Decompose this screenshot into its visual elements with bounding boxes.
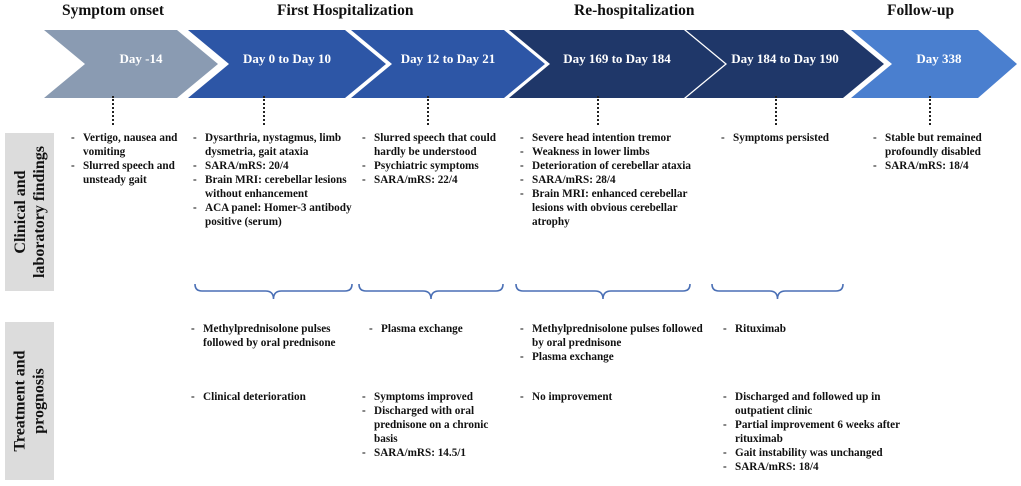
row-label-treatment-prognosis: Treatment and prognosis (5, 322, 54, 480)
phase-header-rehospitalization: Re-hospitalization (574, 2, 695, 19)
brace-third-period (515, 283, 691, 300)
connector-day-184-190 (775, 96, 777, 125)
treatment-period-2: Plasma exchange (368, 322, 508, 336)
prognosis-item: Discharged with oral prednisone on a chr… (361, 404, 511, 446)
treatment-item: Plasma exchange (368, 322, 508, 336)
brace-first-period (194, 283, 353, 300)
prognosis-item: Symptoms improved (361, 390, 511, 404)
timeline-label-day-338: Day 338 (916, 51, 962, 66)
finding-item: Dysarthria, nystagmus, limb dysmetria, g… (192, 131, 367, 159)
row-label-clinical-line1: Clinical and (11, 170, 29, 254)
treatment-item: Plasma exchange (519, 350, 704, 364)
timeline-arrow-day-12-21 (351, 30, 545, 98)
findings-day-12-21: Slurred speech that could hardly be unde… (361, 131, 519, 187)
prognosis-item: SARA/mRS: 18/4 (722, 460, 902, 474)
connector-day-minus-14 (112, 96, 114, 125)
finding-item: SARA/mRS: 28/4 (519, 173, 707, 187)
phase-header-follow-up: Follow-up (887, 2, 955, 19)
finding-item: Brain MRI: enhanced cerebellar lesions w… (519, 187, 707, 229)
treatment-period-1: Methylprednisolone pulses followed by or… (190, 322, 360, 350)
timeline-label-day-169-184: Day 169 to Day 184 (563, 51, 671, 66)
timeline-label-day-184-190: Day 184 to Day 190 (731, 51, 839, 66)
brace-path (711, 283, 844, 300)
findings-day-184-190: Symptoms persisted (720, 131, 860, 145)
finding-item: Vertigo, nausea and vomiting (70, 131, 188, 159)
connector-day-338 (929, 96, 931, 125)
finding-item: Deterioration of cerebellar ataxia (519, 159, 707, 173)
phase-header-symptom-onset: Symptom onset (62, 2, 165, 19)
connector-day-12-21 (427, 96, 429, 125)
treatment-item: Methylprednisolone pulses followed by or… (190, 322, 360, 350)
timeline-label-day-minus-14: Day -14 (119, 51, 163, 66)
findings-day-169-184: Severe head intention tremor Weakness in… (519, 131, 707, 229)
row-label-treatment-line1: Treatment and (11, 350, 29, 452)
finding-item: Stable but remained profoundly disabled (872, 131, 1017, 159)
brace-path (358, 283, 504, 300)
finding-item: SARA/mRS: 20/4 (192, 159, 367, 173)
brace-path (194, 283, 353, 300)
timeline-arrow-day-338 (851, 30, 1017, 98)
timeline-label-day-0-10: Day 0 to Day 10 (242, 51, 332, 66)
row-label-clinical-line2: laboratory findings (30, 145, 48, 279)
timeline-arrow-day-minus-14 (44, 30, 218, 98)
prognosis-item: Gait instability was unchanged (722, 446, 902, 460)
row-label-clinical-findings: Clinical and laboratory findings (5, 133, 54, 291)
row-label-treatment-line2: prognosis (30, 368, 48, 434)
prognosis-item: Partial improvement 6 weeks after rituxi… (722, 418, 902, 446)
prognosis-item: No improvement (519, 390, 704, 404)
treatment-item: Rituximab (722, 322, 862, 336)
finding-item: Slurred speech and unsteady gait (70, 159, 188, 187)
treatment-item: Methylprednisolone pulses followed by or… (519, 322, 704, 350)
timeline-arrow-day-0-10 (188, 30, 386, 98)
timeline-arrows (44, 30, 1017, 98)
finding-item: Symptoms persisted (720, 131, 860, 145)
prognosis-period-1: Clinical deterioration (190, 390, 360, 404)
treatment-period-4: Rituximab (722, 322, 862, 336)
prognosis-item: SARA/mRS: 14.5/1 (361, 446, 511, 460)
finding-item: SARA/mRS: 18/4 (872, 159, 1017, 173)
prognosis-period-4: Discharged and followed up in outpatient… (722, 390, 902, 474)
connector-day-169-184 (597, 96, 599, 125)
findings-day-338: Stable but remained profoundly disabled … (872, 131, 1017, 173)
treatment-period-3: Methylprednisolone pulses followed by or… (519, 322, 704, 364)
prognosis-item: Discharged and followed up in outpatient… (722, 390, 902, 418)
connector-day-0-10 (263, 96, 265, 125)
finding-item: Weakness in lower limbs (519, 145, 707, 159)
phase-header-first-hospitalization: First Hospitalization (277, 2, 414, 19)
finding-item: Slurred speech that could hardly be unde… (361, 131, 519, 159)
finding-item: Severe head intention tremor (519, 131, 707, 145)
findings-day-0-10: Dysarthria, nystagmus, limb dysmetria, g… (192, 131, 367, 229)
prognosis-period-2: Symptoms improved Discharged with oral p… (361, 390, 511, 460)
finding-item: ACA panel: Homer-3 antibody positive (se… (192, 201, 367, 229)
timeline-label-day-12-21: Day 12 to Day 21 (400, 51, 496, 66)
findings-day-minus-14: Vertigo, nausea and vomiting Slurred spe… (70, 131, 188, 187)
brace-path (515, 283, 691, 300)
brace-second-period (358, 283, 504, 300)
finding-item: SARA/mRS: 22/4 (361, 173, 519, 187)
prognosis-item: Clinical deterioration (190, 390, 360, 404)
finding-item: Psychiatric symptoms (361, 159, 519, 173)
prognosis-period-3: No improvement (519, 390, 704, 404)
timeline-arrow-day-169-184 (509, 30, 725, 98)
finding-item: Brain MRI: cerebellar lesions without en… (192, 173, 367, 201)
timeline-arrow-day-184-190 (686, 30, 884, 98)
brace-fourth-period (711, 283, 844, 300)
